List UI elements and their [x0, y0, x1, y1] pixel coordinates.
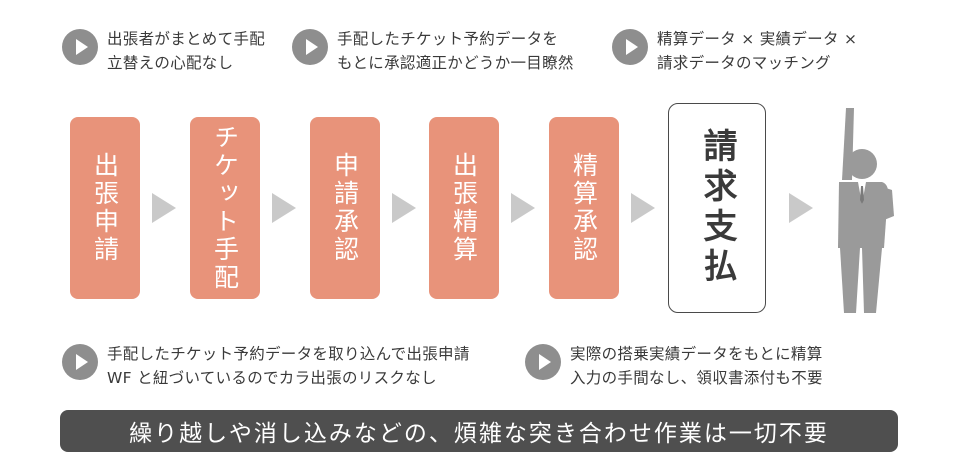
triangle-right-icon — [272, 193, 296, 223]
summary-banner: 繰り越しや消し込みなどの、煩雑な突き合わせ作業は一切不要 — [60, 410, 898, 452]
step-travel-application: 出張申請 — [70, 117, 140, 299]
step-label: 申請承認 — [330, 152, 360, 264]
note-line: 請求データのマッチング — [657, 54, 831, 72]
step-ticket-arrangement: チケット手配 — [190, 117, 260, 299]
note-line: 立替えの心配なし — [107, 54, 234, 72]
play-circle-icon — [612, 29, 648, 65]
top-note-3: 精算データ × 実績データ × 請求データのマッチング — [612, 27, 857, 75]
play-circle-icon — [525, 344, 561, 380]
note-line: WF と紐づいているのでカラ出張のリスクなし — [107, 369, 437, 387]
bottom-note-1: 手配したチケット予約データを取り込んで出張申請 WF と紐づいているのでカラ出張… — [62, 342, 470, 390]
note-line: 手配したチケット予約データを — [337, 30, 559, 48]
triangle-right-icon — [152, 193, 176, 223]
note-line: 入力の手間なし、領収書添付も不要 — [570, 369, 823, 387]
final-step-label: 請求支払 — [697, 128, 737, 288]
step-label: 出張精算 — [449, 152, 479, 264]
play-circle-icon — [62, 29, 98, 65]
note-line: 手配したチケット予約データを取り込んで出張申請 — [107, 345, 470, 363]
triangle-right-icon — [392, 193, 416, 223]
note-line: もとに承認適正かどうか一目瞭然 — [337, 54, 574, 72]
bottom-note-2: 実際の搭乗実績データをもとに精算 入力の手間なし、領収書添付も不要 — [525, 342, 823, 390]
step-travel-settlement: 出張精算 — [429, 117, 499, 299]
step-application-approval: 申請承認 — [310, 117, 380, 299]
note-line: 実際の搭乗実績データをもとに精算 — [570, 345, 823, 363]
banner-text: 繰り越しや消し込みなどの、煩雑な突き合わせ作業は一切不要 — [129, 421, 829, 447]
step-settlement-approval: 精算承認 — [549, 117, 619, 299]
step-label: チケット手配 — [210, 124, 240, 292]
top-note-2: 手配したチケット予約データを もとに承認適正かどうか一目瞭然 — [292, 27, 574, 75]
note-line: 出張者がまとめて手配 — [107, 30, 266, 48]
step-label: 精算承認 — [569, 152, 599, 264]
triangle-right-icon — [511, 193, 535, 223]
play-circle-icon — [62, 344, 98, 380]
top-note-1: 出張者がまとめて手配 立替えの心配なし — [62, 27, 265, 75]
businessman-icon — [838, 108, 894, 313]
triangle-right-icon — [631, 193, 655, 223]
step-invoice-payment: 請求支払 — [668, 103, 766, 313]
triangle-right-icon — [789, 193, 813, 223]
play-circle-icon — [292, 29, 328, 65]
note-line: 精算データ × 実績データ × — [657, 30, 858, 48]
step-label: 出張申請 — [90, 152, 120, 264]
